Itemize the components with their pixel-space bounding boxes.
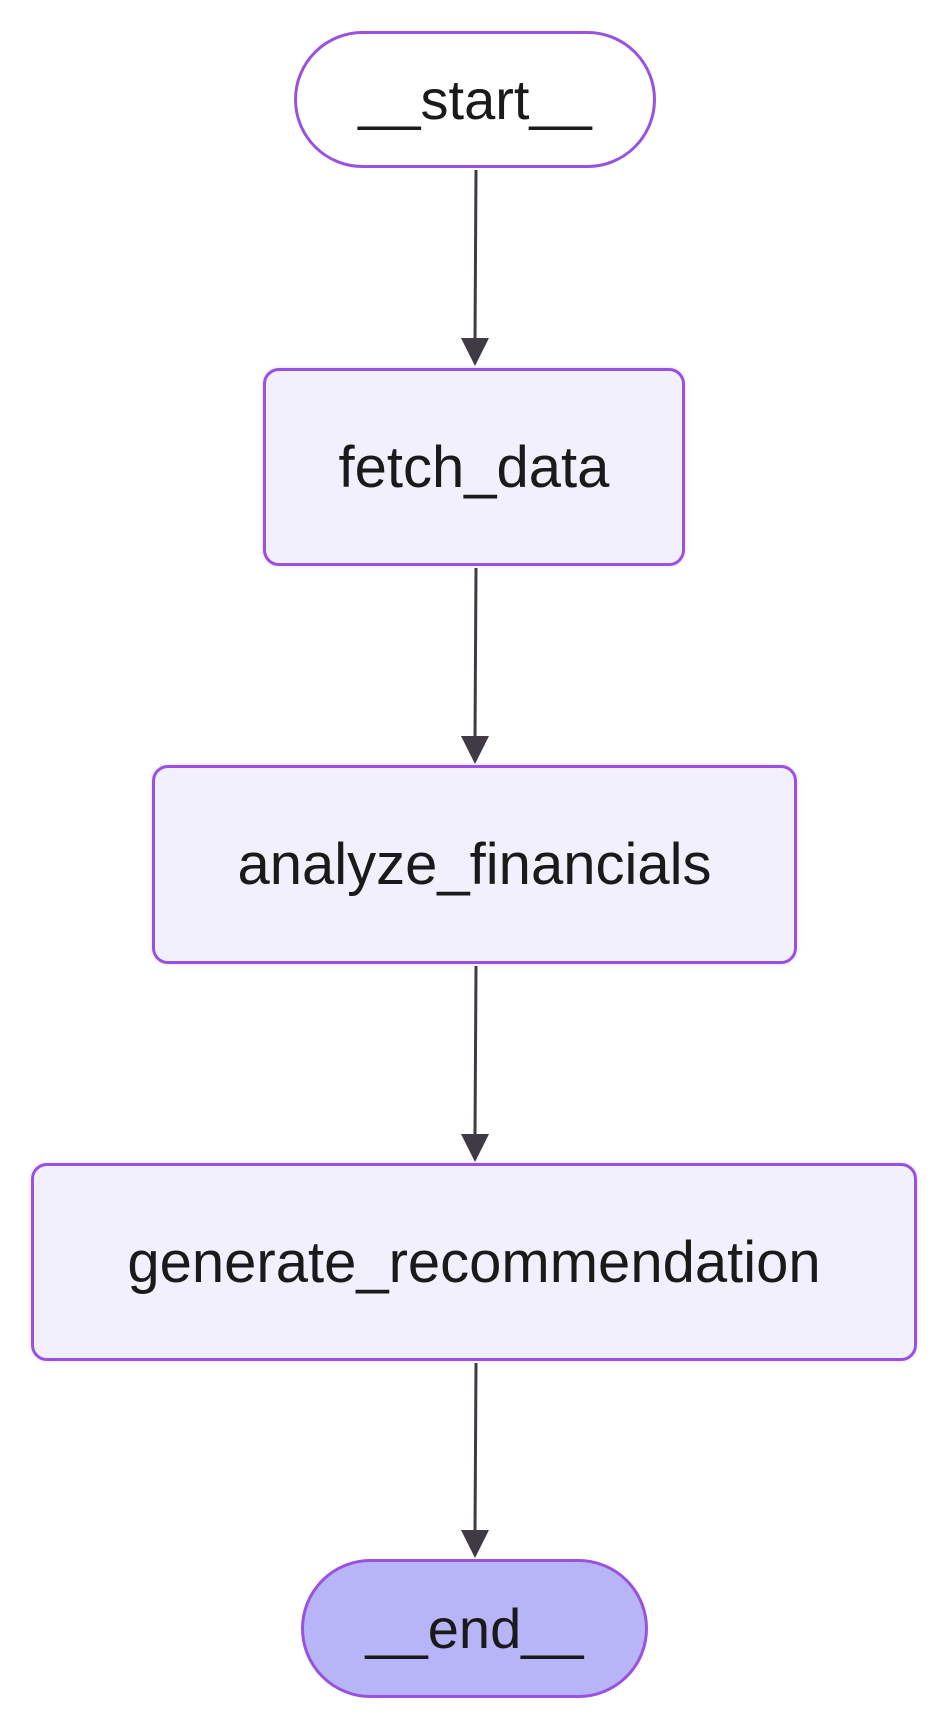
start-node-label: __start__: [358, 68, 592, 131]
generate-recommendation-node-label: generate_recommendation: [127, 1229, 821, 1295]
end-node-label: __end__: [365, 1597, 584, 1660]
edge-analyze-to-generate: [461, 965, 489, 1162]
arrowhead-icon: [461, 338, 489, 366]
generate-recommendation-node[interactable]: generate_recommendation: [31, 1163, 917, 1361]
edge-generate-to-end: [461, 1362, 489, 1558]
analyze-financials-node-label: analyze_financials: [237, 832, 712, 897]
start-node[interactable]: __start__: [294, 31, 656, 168]
edge-fetch-data-to-analyze: [461, 567, 489, 764]
fetch-data-node-label: fetch_data: [338, 434, 610, 500]
end-node[interactable]: __end__: [301, 1559, 648, 1698]
arrowhead-icon: [461, 1530, 489, 1558]
arrowhead-icon: [461, 1134, 489, 1162]
analyze-financials-node[interactable]: analyze_financials: [152, 765, 797, 964]
edge-start-to-fetch-data: [461, 169, 489, 366]
fetch-data-node[interactable]: fetch_data: [263, 368, 685, 566]
arrowhead-icon: [461, 736, 489, 764]
